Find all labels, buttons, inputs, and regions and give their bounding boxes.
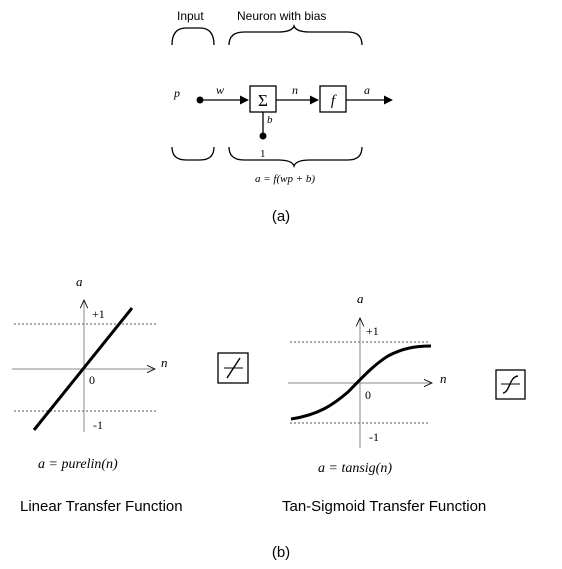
input-label: Input: [177, 9, 204, 23]
input-node: [196, 96, 204, 104]
bias-var-label: b: [267, 114, 273, 126]
tansig-neg-tick: -1: [369, 430, 379, 444]
linear-pos-tick: +1: [92, 307, 105, 321]
output-var-label: a: [364, 83, 370, 97]
tansig-y-axis-label: a: [357, 291, 364, 306]
neuron-label: Neuron with bias: [237, 9, 326, 23]
tansig-x-axis-label: n: [440, 371, 447, 386]
tansig-pos-tick: +1: [366, 324, 379, 338]
neuron-top-brace: [228, 23, 363, 46]
linear-transfer-plot: a n +1 -1 0 a = purelin(n) Linear Transf…: [12, 274, 183, 515]
input-top-brace: [171, 27, 215, 46]
tansig-curve: [290, 344, 432, 421]
tansig-equation: a = tansig(n): [318, 461, 392, 476]
weight-label: w: [216, 83, 224, 97]
linear-x-axis-label: n: [161, 355, 168, 370]
tansig-icon: [495, 369, 526, 400]
linear-title: Linear Transfer Function: [20, 498, 183, 515]
input-var-label: p: [173, 86, 180, 100]
tansig-origin-label: 0: [365, 388, 371, 402]
transfer-symbol: f: [331, 93, 337, 109]
caption-a: (a): [272, 208, 290, 225]
linear-y-axis-label: a: [76, 274, 83, 289]
neuron-bottom-brace: [228, 146, 363, 169]
neuron-diagram: Input Neuron with bias p w Σ b 1 n f a a…: [171, 9, 393, 225]
tansig-transfer-plot: a n +1 -1 0 a = tansig(n) Tan-Sigmoid Tr…: [282, 291, 486, 515]
caption-b: (b): [272, 544, 290, 561]
neuron-equation: a = f(wp + b): [255, 173, 315, 185]
net-var-label: n: [292, 83, 298, 97]
linear-curve: [32, 307, 134, 431]
linear-origin-label: 0: [89, 373, 95, 387]
input-bottom-brace: [171, 146, 215, 161]
bias-input-label: 1: [260, 148, 266, 160]
transfer-function-block: [319, 85, 347, 113]
bias-node: [259, 132, 267, 140]
sum-symbol: Σ: [258, 91, 268, 110]
linear-neg-tick: -1: [93, 418, 103, 432]
linear-equation: a = purelin(n): [38, 457, 118, 472]
tansig-title: Tan-Sigmoid Transfer Function: [282, 498, 486, 515]
purelin-icon: [217, 352, 249, 384]
